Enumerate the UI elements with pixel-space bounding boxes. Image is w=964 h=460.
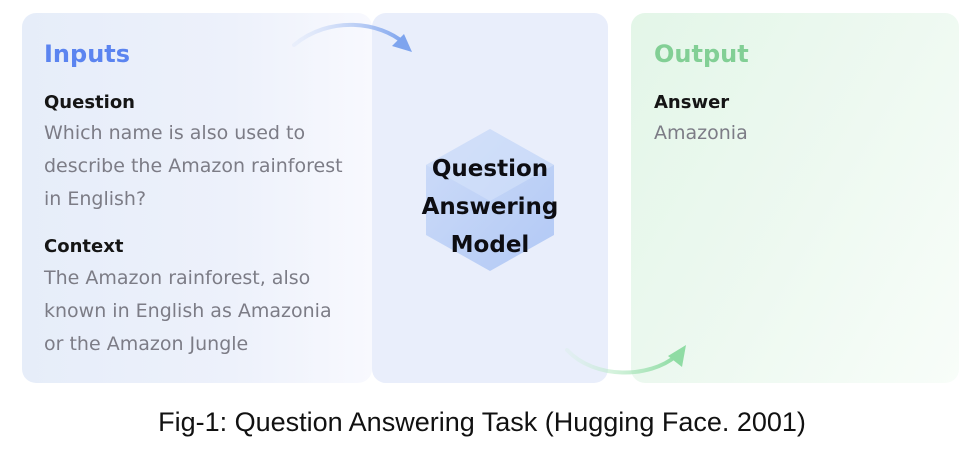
inputs-panel: [22, 13, 372, 383]
model-label-line1: Question: [431, 156, 549, 182]
model-label-line3: Model: [450, 232, 530, 258]
answer-label: Answer: [654, 92, 730, 113]
model-label-line2: Answering: [421, 194, 559, 220]
model-label: Question Answering Model: [400, 150, 580, 264]
inputs-heading: Inputs: [44, 40, 131, 68]
model-hexagon-icon: [426, 129, 554, 271]
output-heading: Output: [654, 40, 749, 68]
output-panel: [631, 13, 959, 383]
context-label: Context: [44, 236, 124, 257]
question-label: Question: [44, 92, 135, 113]
figure-caption: Fig-1: Question Answering Task (Hugging …: [158, 407, 806, 437]
context-text: The Amazon rainforest, also known in Eng…: [44, 267, 332, 355]
question-text: Which name is also used to describe the …: [44, 122, 343, 210]
answer-text: Amazonia: [654, 122, 748, 144]
